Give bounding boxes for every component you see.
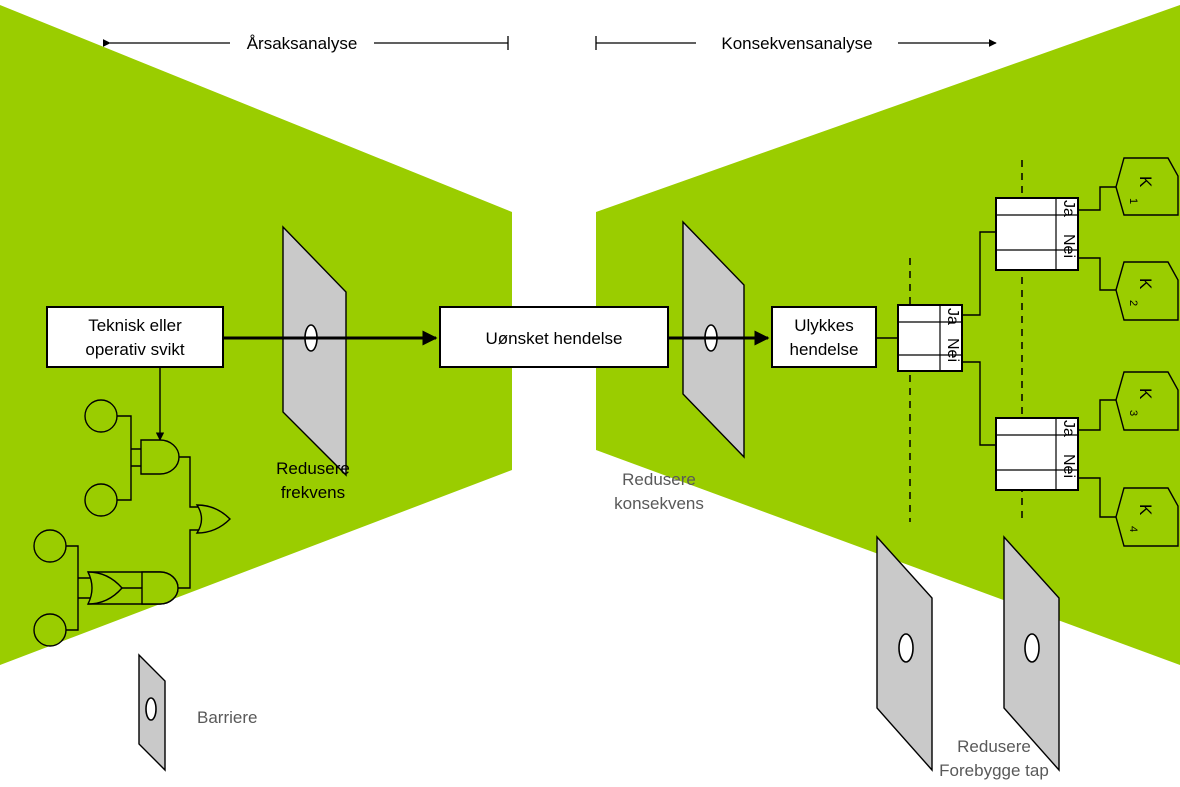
decision-node-3: Ja Nei	[995, 417, 1079, 491]
basic-event-circle	[84, 399, 118, 433]
reduce-frequency-line1: Redusere	[276, 459, 350, 478]
prevent-loss-line2: Forebygge tap	[939, 761, 1049, 780]
technical-failure-line2: operativ svikt	[85, 340, 184, 359]
cause-analysis-label: Årsaksanalyse	[247, 34, 358, 53]
reduce-consequence-line2: konsekvens	[614, 494, 704, 513]
consequence-letter: K	[1136, 504, 1155, 516]
and-gate	[140, 439, 180, 475]
consequence-k3: K 3	[1115, 371, 1179, 431]
fault-tree	[33, 367, 231, 647]
consequence-letter: K	[1136, 278, 1155, 290]
decision-yes: Ja	[944, 308, 961, 325]
decision-yes: Ja	[1060, 200, 1077, 217]
event-tree: Ja Nei Ja Nei Ja Nei K 1	[897, 157, 1179, 547]
consequence-index: 1	[1127, 198, 1139, 204]
barrier-legend-label: Barriere	[197, 708, 257, 727]
basic-event-circle	[33, 613, 67, 647]
accident-event-line1: Ulykkes	[794, 316, 854, 335]
barrier-hole	[898, 633, 914, 663]
consequence-analysis-header: Konsekvensanalyse	[595, 34, 997, 53]
consequence-region	[596, 5, 1180, 665]
prevent-loss-line1: Redusere	[957, 737, 1031, 756]
unwanted-event-node: Uønsket hendelse	[439, 306, 669, 368]
decision-node-1: Ja Nei	[897, 304, 963, 372]
technical-failure-node: Teknisk eller operativ svikt	[46, 306, 224, 368]
technical-failure-line1: Teknisk eller	[88, 316, 182, 335]
consequence-index: 3	[1127, 410, 1139, 416]
accident-event-node: Ulykkes hendelse	[771, 306, 877, 368]
reduce-frequency-line2: frekvens	[281, 483, 345, 502]
decision-no: Nei	[1060, 454, 1077, 478]
reduce-consequence-line1: Redusere	[622, 470, 696, 489]
decision-yes: Ja	[1060, 420, 1077, 437]
consequence-index: 4	[1127, 526, 1139, 532]
unwanted-event-label: Uønsket hendelse	[485, 329, 622, 348]
barrier-legend: Barriere	[138, 653, 257, 772]
accident-event-line2: hendelse	[789, 340, 858, 359]
consequence-k2: K 2	[1115, 261, 1179, 321]
consequence-k1: K 1	[1115, 157, 1179, 216]
and-gate	[141, 571, 179, 605]
barrier-hole	[145, 697, 157, 721]
consequence-analysis-label: Konsekvensanalyse	[721, 34, 872, 53]
consequence-letter: K	[1136, 388, 1155, 400]
cause-analysis-header: Årsaksanalyse	[102, 34, 509, 53]
decision-no: Nei	[1060, 234, 1077, 258]
decision-no: Nei	[944, 338, 961, 362]
decision-node-2: Ja Nei	[995, 197, 1079, 271]
barrier-loss-2	[1003, 535, 1060, 772]
consequence-k4: K 4	[1115, 487, 1179, 547]
barrier-hole	[1024, 633, 1040, 663]
consequence-letter: K	[1136, 176, 1155, 188]
basic-event-circle	[84, 483, 118, 517]
consequence-index: 2	[1127, 300, 1139, 306]
barrier-loss-1	[876, 535, 933, 772]
basic-event-circle	[33, 529, 67, 563]
or-gate	[195, 504, 231, 534]
or-gate	[86, 571, 123, 605]
